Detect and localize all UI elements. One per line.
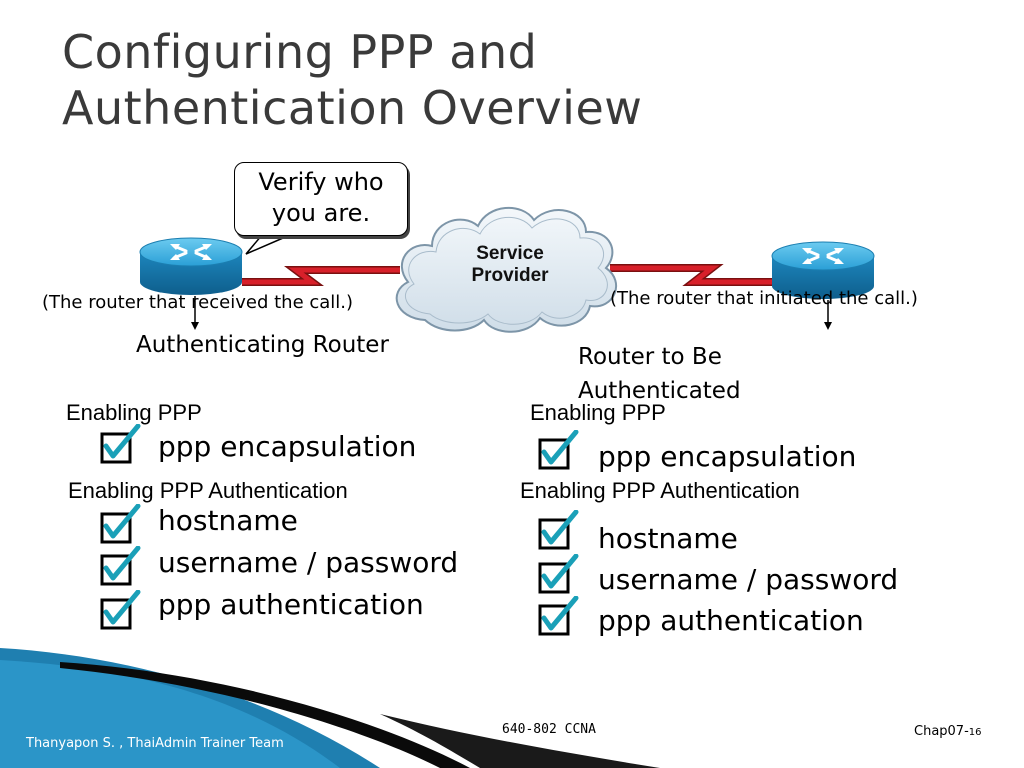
slide-title: Configuring PPP and Authentication Overv… — [62, 24, 962, 136]
slide-title-line-1: Configuring PPP and — [62, 25, 538, 79]
right-username-password: username / password — [598, 563, 899, 596]
cloud-label-line-2: Provider — [471, 265, 549, 286]
footer-author: Thanyapon S. , ThaiAdmin Trainer Team — [26, 736, 284, 751]
cloud-icon — [395, 206, 618, 333]
right-enabling-ppp-heading: Enabling PPP — [530, 400, 666, 425]
checkbox-checked-icon — [536, 429, 580, 474]
serial-link-icon — [242, 264, 776, 286]
checkbox-checked-icon — [98, 545, 142, 590]
router-icon — [771, 241, 875, 330]
right-router-role-line-1: Router to Be — [578, 344, 722, 370]
cloud-label: Service Provider — [448, 243, 572, 287]
right-router-role-line-2: Authenticated — [578, 378, 741, 404]
checkbox-checked-icon — [536, 553, 580, 598]
footer-band — [0, 648, 660, 768]
right-ppp-authentication: ppp authentication — [598, 604, 864, 637]
left-enabling-ppp-heading: Enabling PPP — [66, 400, 202, 425]
right-router-role: Router to Be Authenticated — [578, 340, 741, 408]
right-hostname: hostname — [598, 522, 738, 555]
left-enabling-auth-heading: Enabling PPP Authentication — [68, 478, 348, 503]
checkbox-checked-icon — [536, 595, 580, 640]
checkbox-checked-icon — [98, 503, 142, 548]
left-router-caption: (The router that received the call.) — [42, 292, 354, 313]
right-router-caption: (The router that initiated the call.) — [610, 288, 918, 309]
left-hostname: hostname — [158, 504, 298, 537]
cloud-label-line-1: Service — [476, 243, 544, 264]
left-ppp-encapsulation: ppp encapsulation — [158, 430, 417, 463]
checkbox-checked-icon — [98, 423, 142, 468]
left-ppp-authentication: ppp authentication — [158, 588, 424, 621]
left-router-role: Authenticating Router — [136, 332, 389, 358]
right-ppp-encapsulation: ppp encapsulation — [598, 440, 857, 473]
checkbox-checked-icon — [536, 509, 580, 554]
callout-bubble: Verify who you are. — [234, 162, 408, 236]
footer-course: 640-802 CCNA — [502, 722, 596, 737]
slide-title-line-2: Authentication Overview — [62, 81, 643, 135]
page-number: 16 — [968, 727, 982, 738]
footer-chapter-label: Chap07- — [914, 724, 969, 739]
callout-line-2: you are. — [271, 199, 371, 227]
right-enabling-auth-heading: Enabling PPP Authentication — [520, 478, 800, 503]
checkbox-checked-icon — [98, 589, 142, 634]
left-username-password: username / password — [158, 546, 459, 579]
footer-chapter: Chap07-16 — [914, 724, 982, 739]
callout-line-1: Verify who — [258, 168, 384, 196]
router-icon — [139, 237, 243, 330]
